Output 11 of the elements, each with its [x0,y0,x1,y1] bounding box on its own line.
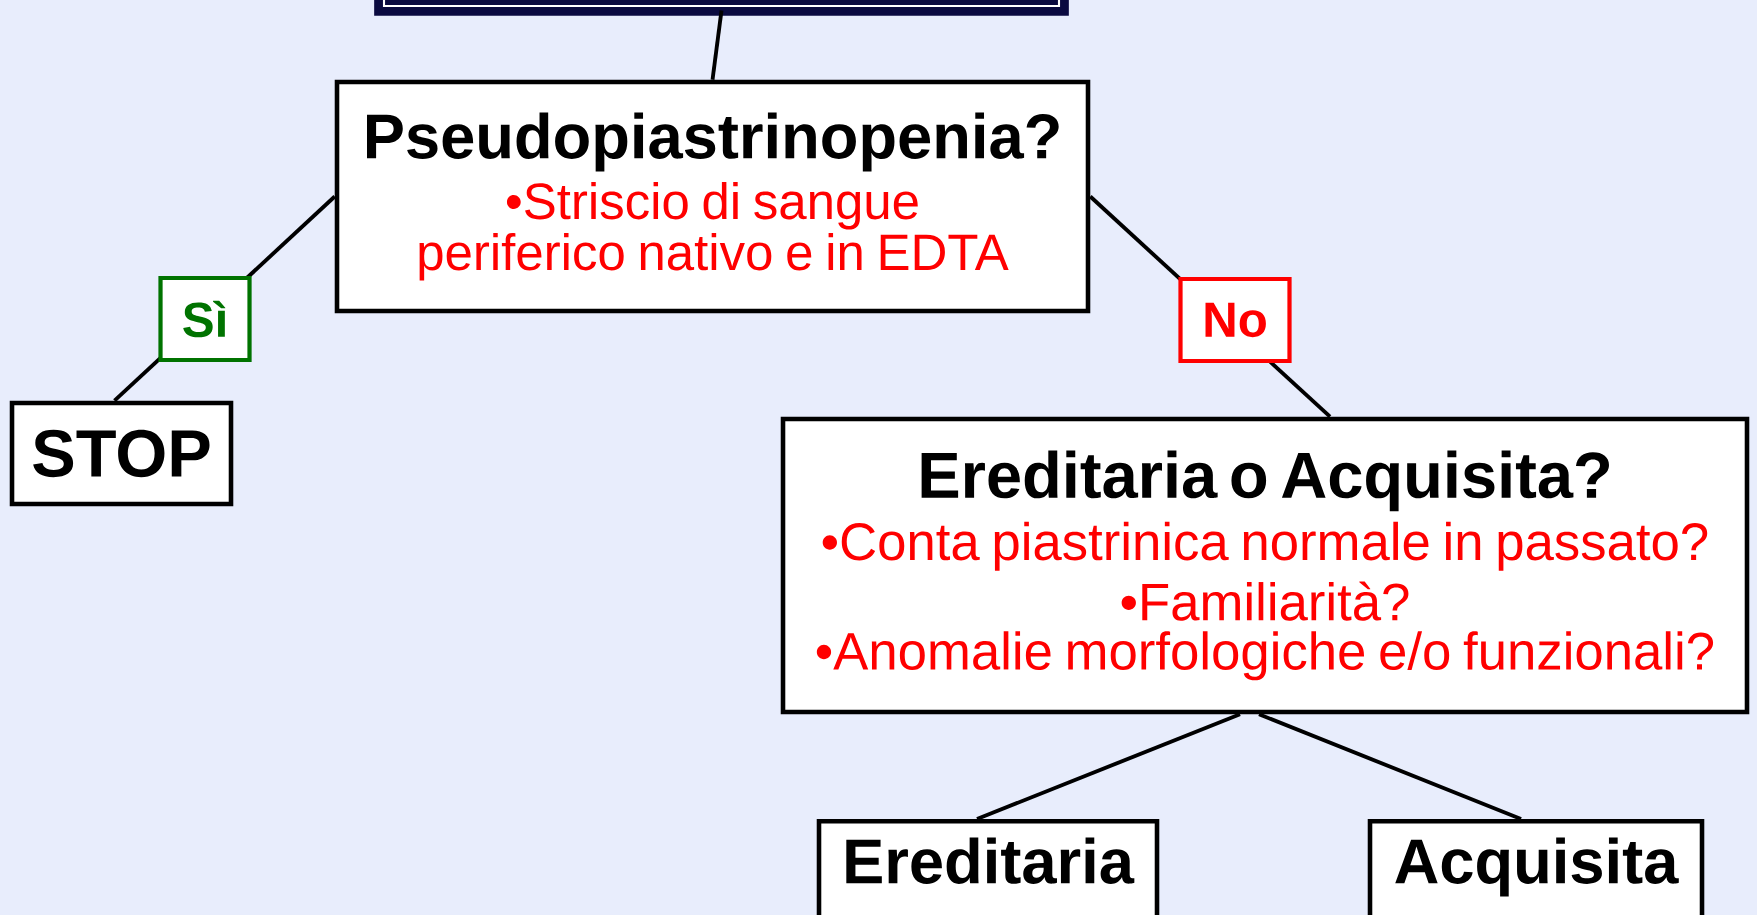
question-box: Ereditaria o Acquisita? •Conta piastrinica normale in passato? •Familiarità? •Anomalie morfologiche e/o funzionali? [780,416,1750,715]
connector-line [1258,712,1522,821]
edge-label: Sì [158,275,252,363]
connector-line [710,10,724,80]
outcome-box: STOP [9,400,234,507]
edge-label: No [1178,276,1292,364]
title-box [374,0,1069,16]
outcome-box: Acquisita [1367,819,1705,915]
outcome-box: Ereditaria [816,819,1160,915]
question-box: Pseudopiastrinopenia? •Striscio di sangue periferico nativo e in EDTA [334,79,1091,314]
connector-line [976,712,1241,821]
